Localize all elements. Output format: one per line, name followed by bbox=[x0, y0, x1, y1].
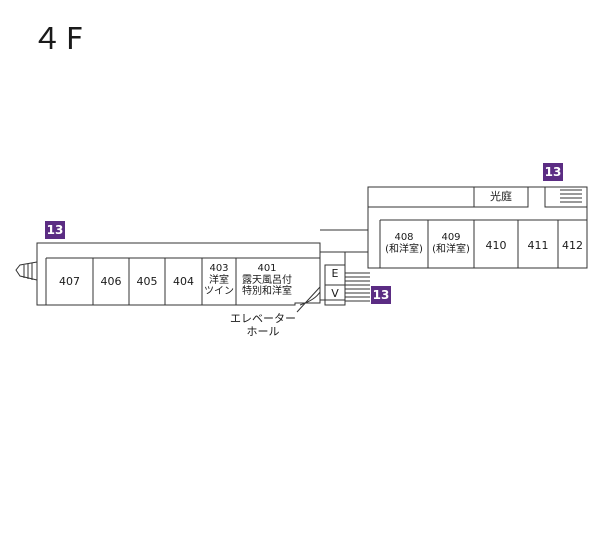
elevator-hall-line1: エレベーター bbox=[230, 312, 296, 325]
room-401: 401 露天風呂付 特別和洋室 bbox=[236, 263, 298, 298]
room-409-type: (和洋室) bbox=[432, 243, 470, 255]
room-403-type: 洋室 bbox=[209, 274, 229, 286]
room-405: 405 bbox=[136, 275, 158, 288]
room-407: 407 bbox=[59, 275, 80, 288]
north-stair-lines bbox=[560, 189, 582, 203]
room-403-bed: ツイン bbox=[204, 286, 234, 297]
room-408-number: 408 bbox=[394, 232, 414, 243]
elevator-hall-arc bbox=[299, 291, 321, 306]
room-406: 406 bbox=[100, 275, 122, 288]
elevator-hall-label: エレベーター ホール bbox=[228, 312, 298, 338]
east-stair-lines bbox=[345, 272, 370, 302]
badge-east-top: 13 bbox=[543, 163, 563, 181]
room-408-type: (和洋室) bbox=[385, 243, 423, 255]
room-404: 404 bbox=[173, 275, 194, 288]
floor-label: ４F bbox=[32, 22, 88, 57]
room-411: 411 bbox=[527, 239, 549, 252]
room-412: 412 bbox=[562, 239, 583, 252]
west-stair-lines bbox=[15, 261, 38, 281]
courtyard-label: 光庭 bbox=[490, 190, 512, 203]
room-403-number: 403 bbox=[209, 263, 229, 274]
room-401-number: 401 bbox=[257, 263, 277, 274]
west-wing-outline bbox=[36, 242, 321, 306]
room-401-type: 特別和洋室 bbox=[242, 286, 292, 297]
elevator-v: V bbox=[331, 287, 339, 300]
badge-west: 13 bbox=[45, 221, 65, 239]
room-409-number: 409 bbox=[441, 232, 461, 243]
elevator-hall-leader bbox=[296, 286, 321, 313]
east-stair-box bbox=[544, 186, 588, 208]
room-408: 408 (和洋室) bbox=[380, 232, 428, 255]
elevator-hall-line2: ホール bbox=[246, 324, 280, 338]
elevator-e: E bbox=[331, 267, 339, 280]
room-410: 410 bbox=[485, 239, 507, 252]
room-403: 403 洋室 ツイン bbox=[202, 263, 236, 298]
badge-elevator: 13 bbox=[371, 286, 391, 304]
junction-outline bbox=[320, 229, 369, 253]
room-401-feature: 露天風呂付 bbox=[242, 274, 292, 286]
room-409: 409 (和洋室) bbox=[428, 232, 474, 255]
